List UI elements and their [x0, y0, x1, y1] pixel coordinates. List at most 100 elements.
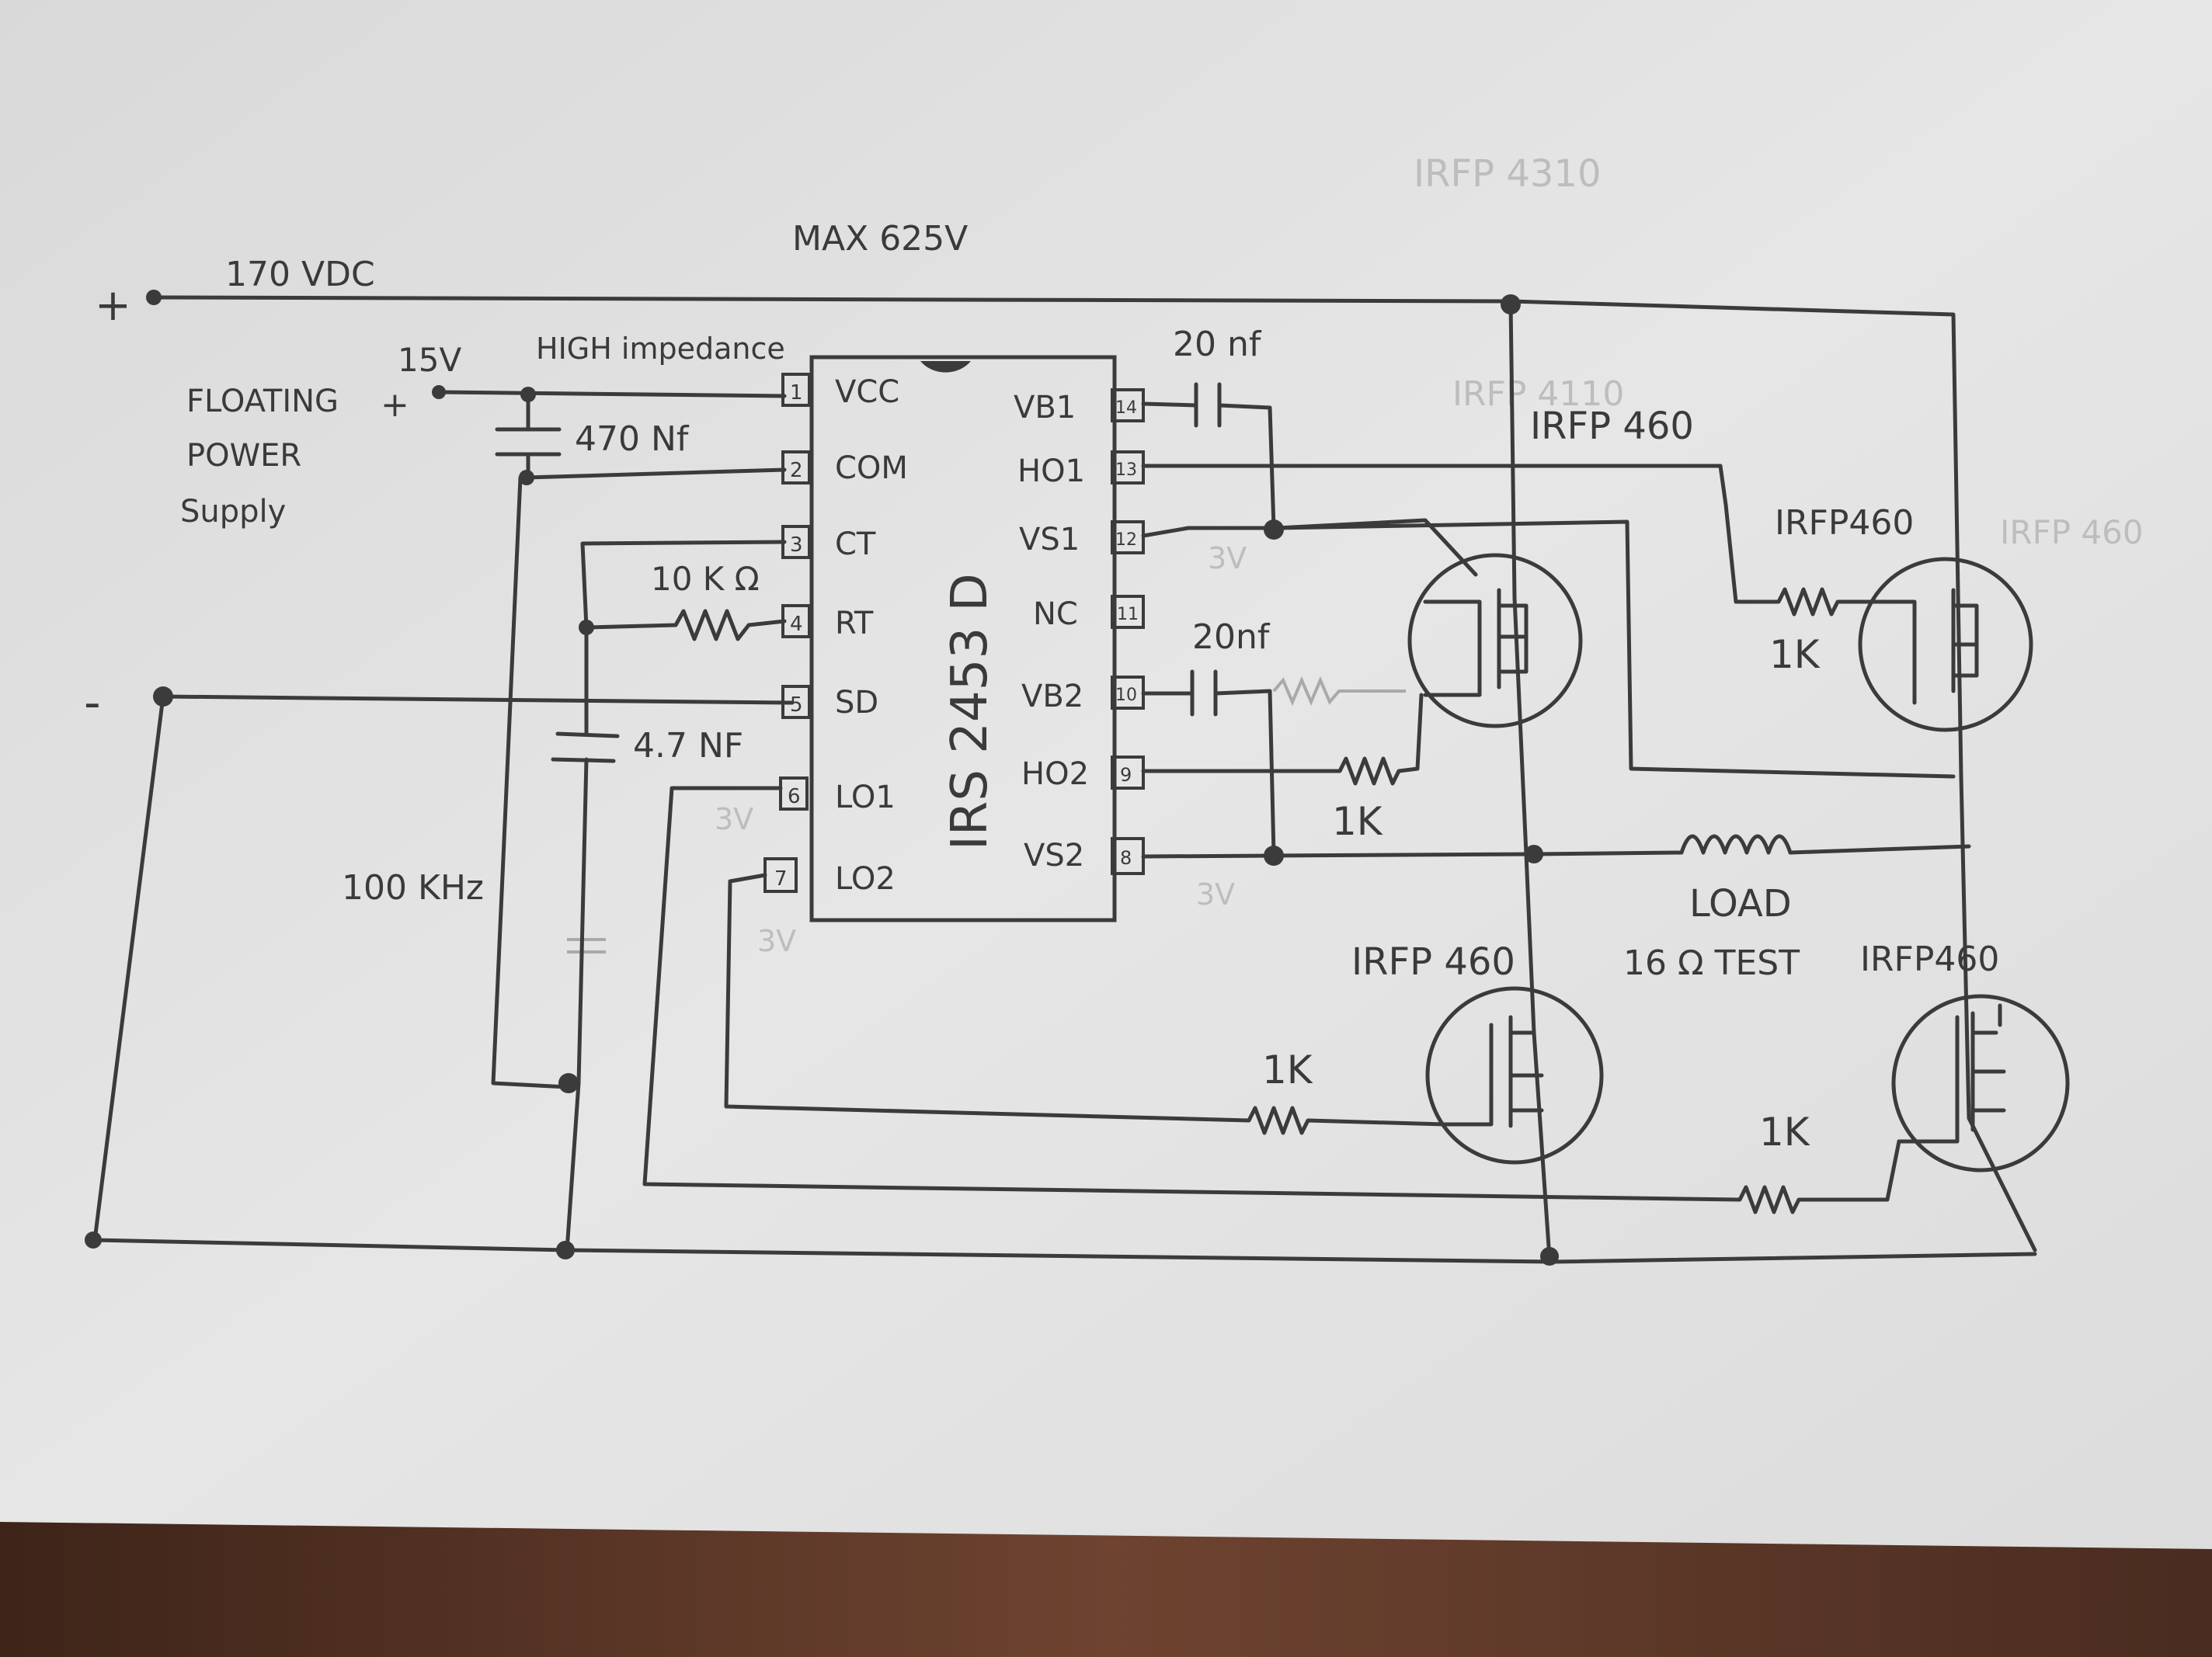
pin-name: VS2: [1024, 838, 1084, 874]
vs2-wire: [1141, 852, 1536, 859]
vertical-bus-left: [1508, 299, 1517, 600]
mosfet-q1: [1407, 553, 1583, 728]
floating-label-2: POWER: [186, 438, 301, 474]
pin-number: 4: [790, 613, 803, 636]
junction-dot: [558, 1073, 579, 1093]
floating-label-3: Supply: [180, 494, 286, 530]
pin-1: 1 VCC: [781, 373, 899, 410]
ct-cap-label: 4.7 NF: [633, 726, 743, 766]
ghost-text-1: IRFP 4310: [1414, 152, 1601, 196]
ct-cap-plates: [551, 731, 620, 763]
mosfet-q3-label: IRFP 460: [1351, 940, 1515, 984]
pin-number: 8: [1120, 847, 1132, 869]
pin-number: 11: [1117, 605, 1139, 624]
frequency-label: 100 KHz: [342, 868, 484, 908]
pin-name: LO2: [835, 861, 896, 897]
mosfet-q1-label: IRFP 460: [1530, 405, 1694, 448]
pin-name: HO1: [1017, 453, 1085, 489]
supply-minus-label: -: [84, 676, 101, 730]
vcc-wire: [436, 390, 787, 398]
ghost-mark: [567, 938, 606, 954]
ho2-resistor-wire: [1141, 693, 1424, 786]
lo2-wire: [724, 873, 1447, 1135]
junction-dot: [1264, 519, 1284, 540]
pin-number: 5: [790, 693, 803, 717]
floating-voltage-label: 15V: [398, 341, 461, 379]
load-label: LOAD: [1689, 882, 1792, 926]
positive-rail-wire: [151, 295, 2037, 1252]
pin-3: 3 CT: [781, 525, 876, 562]
supply-voltage-label: 170 VDC: [225, 255, 375, 294]
junction-dot: [146, 290, 162, 305]
pin-name: RT: [835, 606, 874, 641]
pin-name: CT: [835, 526, 876, 562]
pin-name: SD: [835, 685, 878, 721]
resistor-r3-label: 1K: [1262, 1047, 1313, 1093]
com-wire: [524, 467, 787, 480]
rt-resistor: [584, 609, 787, 641]
load-note: 16 Ω TEST: [1623, 943, 1800, 983]
voltage-note-3: 3V: [715, 802, 753, 836]
voltage-note-1: 3V: [1208, 541, 1247, 575]
voltage-note-2: 3V: [1196, 877, 1235, 912]
ic-notch: [920, 361, 971, 373]
pin-number: 13: [1115, 460, 1137, 480]
pin-number: 2: [790, 459, 803, 482]
mosfet-q3: [1425, 986, 1604, 1165]
pin-name: VCC: [835, 374, 899, 410]
ct-ground-wire: [565, 1081, 581, 1252]
pin-14: 14 VB1: [1014, 388, 1145, 426]
ct-cap-lead: [576, 625, 589, 1086]
pin-number: 12: [1115, 530, 1137, 550]
pin-11: 11 NC: [1033, 595, 1145, 632]
ic-name: IRS 2453 D: [941, 573, 999, 850]
junction-dot: [1501, 294, 1521, 314]
mosfet-q4: [1891, 994, 2070, 1172]
pin-number: 1: [790, 381, 803, 405]
paper-sheet: [0, 0, 2212, 1549]
pin-2: 2 COM: [781, 450, 908, 486]
pin-name: VS1: [1019, 522, 1080, 558]
vs1-to-q1-wire: [1275, 518, 1478, 577]
resistor-r2-label: 1K: [1769, 632, 1821, 677]
pin-6: 6 LO1: [779, 776, 896, 815]
negative-rail-wire: [161, 694, 795, 705]
pin-number: 7: [774, 867, 788, 891]
pin-13: 13 HO1: [1017, 450, 1145, 489]
rt-value-label: 10 K Ω: [651, 560, 760, 598]
pin-number: 10: [1115, 686, 1137, 705]
junction-dot: [1540, 1247, 1559, 1266]
voltage-note-4: 3V: [757, 924, 796, 958]
pin-number: 14: [1115, 398, 1137, 418]
vb1-wire: [1141, 401, 1276, 530]
com-return-wire: [491, 475, 569, 1089]
ct-wire: [580, 540, 787, 630]
vb2-wire: [1141, 689, 1276, 856]
load-inductor: [1679, 834, 1793, 855]
mosfet-q2: [1858, 557, 2033, 732]
ic-body: [809, 355, 1117, 922]
pin-name: VB1: [1014, 390, 1076, 426]
ho1-wire: [1141, 464, 1750, 604]
pin-8: 8 VS2: [1024, 837, 1145, 875]
ic-left-pins: 1 VCC 2 COM 3 CT 4 RT 5 SD 6 LO1: [763, 373, 908, 897]
pin-name: VB2: [1021, 679, 1083, 714]
pin-name: LO1: [835, 780, 896, 815]
boot-cap-1-label: 20 nf: [1173, 325, 1262, 364]
boot-cap-2-label: 20nf: [1192, 617, 1271, 657]
resistor-r4-label: 1K: [1759, 1110, 1810, 1155]
resistor-r1-label: 1K: [1332, 799, 1383, 844]
load-wire-left: [1532, 850, 1684, 856]
q1-drain-source-wire: [1512, 596, 1552, 1260]
junction-dot: [432, 385, 446, 399]
r2-resistor: [1745, 587, 1866, 617]
cap-470-label: 470 Nf: [575, 419, 690, 459]
mosfet-q4-label: IRFP460: [1860, 940, 1999, 979]
ghost-squiggle: [1272, 676, 1406, 707]
junction-dot: [1264, 846, 1284, 866]
pin-number: 3: [790, 533, 803, 557]
ghost-text-3: IRFP 460: [2000, 513, 2144, 551]
supply-plus-label: +: [95, 280, 131, 331]
pin-12: 12 VS1: [1019, 520, 1145, 558]
